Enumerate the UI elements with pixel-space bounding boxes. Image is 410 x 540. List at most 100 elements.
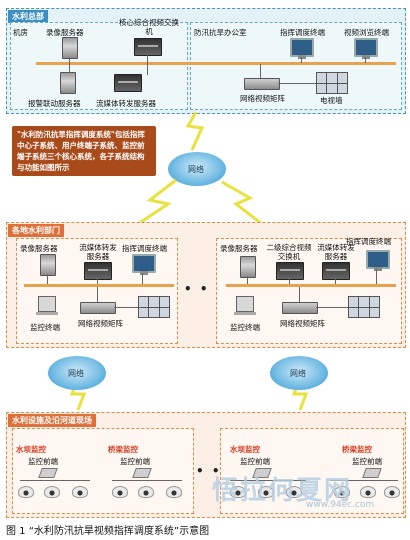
dept-right-monitor-terminal-icon (234, 296, 256, 315)
dept-left-video-matrix-icon (80, 302, 116, 314)
dept-right-recording-label: 录像服务器 (220, 244, 258, 253)
connector (247, 276, 248, 284)
site-right-dam-camera-2-icon (258, 486, 274, 498)
dept-left-monitor-terminal-label: 监控终端 (30, 323, 60, 332)
machine-room-label: 机房 (13, 28, 28, 37)
network-cloud-right (270, 356, 328, 390)
network-cloud-left (48, 356, 106, 390)
site-right-bridge-camera-1-icon (334, 486, 350, 498)
site-right-bridge-camera-3-icon (384, 486, 400, 498)
dept-right-recording-icon (240, 256, 256, 278)
dept-right-stream-icon (322, 262, 350, 280)
network-cloud-left-label: 网络 (68, 369, 84, 378)
dept-left-dispatch-label: 指挥调度终端 (122, 244, 167, 253)
hq-title: 水利总部 (8, 10, 48, 23)
site-left-panel (12, 428, 194, 514)
connector (335, 278, 336, 284)
site-right-dam-frontend-label: 监控前端 (240, 457, 270, 466)
connector (142, 273, 143, 284)
dept-left-video-matrix-label: 网络视频矩阵 (78, 319, 123, 328)
dept-left-recording-icon (40, 254, 56, 276)
dept-right-video-matrix-icon (282, 302, 318, 314)
hq-network-bus (36, 62, 396, 65)
figure-caption: 图 1 “水利防汛抗旱视频指挥调度系统”示意图 (6, 526, 210, 537)
office-panel (190, 22, 402, 110)
site-right-dam-label: 水坝监控 (230, 445, 260, 454)
connector (20, 480, 90, 481)
hq-recording-server-icon (62, 37, 78, 59)
site-right-dam-camera-3-icon (286, 486, 302, 498)
connector (147, 55, 148, 75)
hq-recording-server-label: 录像服务器 (46, 28, 84, 37)
watermark-url: www.94ec.com (306, 500, 375, 510)
dept-left-wall-icon (138, 296, 170, 318)
hq-stream-server-icon (114, 74, 142, 92)
site-right-bridge-frontend-label: 监控前端 (352, 457, 382, 466)
network-cloud-right-label: 网络 (290, 369, 306, 378)
hq-alarm-server-icon (60, 72, 76, 94)
dept-left-stream-icon (84, 262, 112, 280)
connector (330, 480, 398, 481)
site-left-dam-camera-2-icon (44, 486, 60, 498)
site-right-bridge-label: 桥梁监控 (342, 445, 372, 454)
lightning-right (221, 180, 263, 226)
dept-right-dispatch-monitor-icon (366, 250, 390, 271)
network-cloud-top-label: 网络 (188, 165, 204, 174)
hq-dispatch-terminal-label: 指挥调度终端 (280, 28, 325, 37)
site-right-dam-camera-1-icon (230, 486, 246, 498)
connector (112, 480, 182, 481)
site-left-dam-frontend-label: 监控前端 (28, 457, 58, 466)
dept-ellipsis: • • • (184, 282, 226, 296)
dept-right-stream-label: 流媒体转发服务器 (317, 243, 355, 261)
office-title: 防汛抗旱办公室 (194, 28, 247, 37)
network-cloud-top (168, 152, 226, 186)
lightning-left (137, 178, 177, 226)
dept-left-monitor-terminal-icon (36, 296, 58, 315)
site-left-dam-camera-3-icon (72, 486, 88, 498)
site-left-dam-label: 水坝监控 (16, 445, 46, 454)
site-left-bridge-label: 桥梁监控 (108, 445, 138, 454)
connector (97, 278, 98, 284)
hq-browse-terminal-label: 视频浏览终端 (344, 28, 389, 37)
dept-right-dispatch-label: 指挥调度终端 (346, 237, 391, 246)
connector (69, 57, 70, 73)
connector (47, 274, 48, 284)
connector (260, 64, 261, 78)
hq-tv-wall-label: 电视墙 (320, 96, 343, 105)
hq-core-switch-icon (134, 38, 162, 56)
connector (114, 307, 138, 308)
site-title: 水利设施及沿河道现场 (8, 414, 96, 427)
connector (299, 287, 300, 302)
site-left-bridge-camera-2-icon (138, 486, 154, 498)
dept-right-bus (226, 284, 396, 287)
dept-right-switch-label: 二级综合视频交换机 (266, 243, 312, 261)
connector (97, 287, 98, 302)
connector (316, 307, 348, 308)
site-left-bridge-camera-1-icon (112, 486, 128, 498)
site-left-bridge-camera-3-icon (166, 486, 182, 498)
dept-left-recording-label: 录像服务器 (20, 244, 58, 253)
dept-right-switch-icon (276, 262, 304, 280)
site-left-dam-camera-1-icon (18, 486, 34, 498)
hq-tv-wall-icon (316, 72, 348, 94)
hq-core-switch-label: 核心综合视频交换机 (119, 18, 179, 36)
dept-right-video-matrix-label: 网络视频矩阵 (280, 319, 325, 328)
machine-room-panel (10, 22, 188, 110)
dept-left-stream-label: 流媒体转发服务器 (79, 243, 117, 261)
system-description-callout: "水利防汛抗旱指挥调度系统"包括指挥中心子系统、用户终端子系统、监控前端子系统三… (12, 126, 156, 176)
dept-right-wall-icon (348, 296, 380, 318)
connector (278, 83, 316, 84)
dept-right-monitor-terminal-label: 监控终端 (230, 323, 260, 332)
hq-dispatch-monitor-icon (290, 38, 314, 59)
site-right-bridge-camera-2-icon (360, 486, 376, 498)
lightning-hq (185, 111, 205, 151)
hq-browse-monitor-icon (354, 38, 378, 59)
site-left-bridge-frontend-label: 监控前端 (120, 457, 150, 466)
hq-alarm-server-label: 报警联动服务器 (28, 99, 81, 108)
connector (301, 57, 302, 63)
watermark-text: 悟拉何夏网 (212, 476, 353, 506)
connector (230, 480, 306, 481)
hq-video-matrix-icon (244, 78, 280, 90)
dept-title: 各地水利部门 (8, 224, 64, 237)
